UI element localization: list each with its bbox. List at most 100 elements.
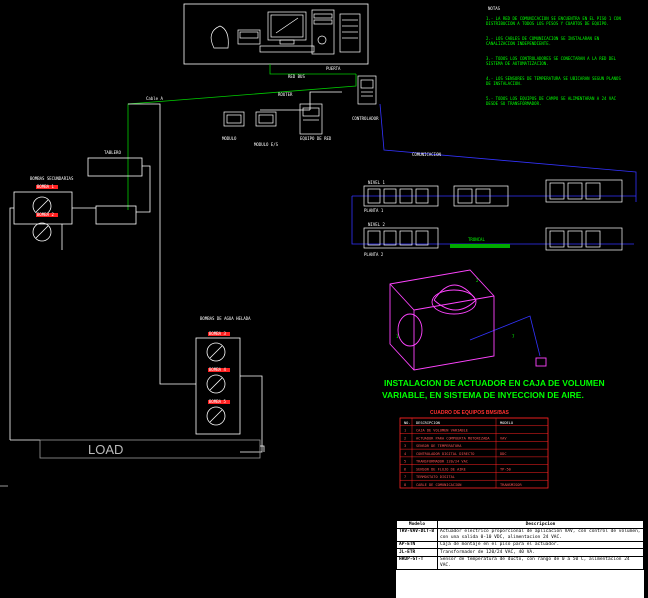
note-number: 1.- [486, 16, 496, 21]
cable-a-label: Cable A [146, 96, 163, 101]
table-cell: 7 [404, 475, 406, 479]
legend-desc-cell: Sensor de temperatura de ducto, con rang… [437, 555, 644, 570]
note-text: TODOS LOS EQUIPOS DE CAMPO SE ALIMENTARA… [486, 96, 617, 106]
comunicacion-label: COMUNICACION [412, 152, 441, 157]
table-cell: CABLE DE COMUNICACION [416, 483, 461, 487]
table-cell: 1 [404, 429, 406, 433]
legend-desc-cell: Transformador de 120/24 VAC, 40 VA. [437, 548, 644, 557]
network-wiring [127, 64, 637, 357]
table-cell: CONTROLADOR DIGITAL DIRECTO [416, 452, 474, 456]
note-text: LOS SENSORES DE TEMPERATURA SE UBICARAN … [486, 76, 621, 86]
note-text: LOS CABLES DE COMUNICACION SE INSTALARAN… [486, 36, 600, 46]
controller-row-2 [363, 227, 623, 251]
b2-label: BOMBA 2 [37, 212, 54, 217]
equipo-red-label: EQUIPO DE RED [300, 136, 332, 141]
troncal-label: TRONCAL [468, 237, 485, 242]
notes-header: NOTAS [488, 6, 501, 11]
legend-model-cell: TRV-VAV-DLT-B [396, 527, 438, 542]
pump-assembly-upper [9, 157, 151, 440]
controller-row-1 [363, 179, 623, 207]
vav-box-drawing [389, 269, 547, 371]
table-cell: 6 [404, 467, 406, 471]
puerta-label: PUERTA [326, 66, 341, 71]
b3-label: BOMBA 3 [209, 331, 226, 336]
table-cell: 4 [404, 452, 406, 456]
table-cell: DDC [500, 452, 507, 456]
note-number: 3.- [486, 56, 496, 61]
b5-badge [208, 400, 230, 404]
legend-desc-cell: Actuador electrico proporcional de aplic… [437, 527, 644, 542]
computer-workstation [210, 9, 361, 55]
note-item: 2.- LOS CABLES DE COMUNICACION SE INSTAL… [486, 36, 626, 46]
table-cell: CAJA DE VOLUMEN VARIABLE [416, 429, 468, 433]
legend-desc-cell: Caja de montaje en el piso para el actua… [437, 540, 644, 549]
hub-module [299, 103, 323, 135]
table-cell: TRANSMISOR [500, 483, 522, 487]
table-cell: 5 [404, 460, 406, 464]
table-cell: TP-50 [500, 467, 511, 471]
legend-model-cell: JL-ETR [396, 548, 438, 557]
vav-callout-1: 1 [396, 334, 399, 339]
note-text: TODOS LOS CONTROLADORES SE CONECTARAN A … [486, 56, 617, 66]
table-cell: TERMOSTATO DIGITAL [416, 475, 455, 479]
troncal-bar [450, 244, 510, 248]
b1-label: BOMBA 1 [37, 184, 54, 189]
table-header-cell: NO. [404, 421, 411, 425]
table-header-cell: MODELO [500, 421, 513, 425]
legend-model-cell: HRUP-GT-T [396, 555, 438, 570]
io-modules [223, 111, 277, 127]
modulo-e-label: MODULO E/S [254, 142, 279, 147]
legend-header-desc: Descripcion [437, 520, 644, 529]
vav-callout-2: 2 [476, 278, 479, 283]
load-label: LOAD [88, 442, 123, 457]
b4-badge [208, 368, 230, 372]
table-cell: 2 [404, 436, 406, 440]
notes-panel: NOTAS 1.- LA RED DE COMUNICACION SE ENCU… [484, 6, 634, 126]
tablero-label: TABLERO [104, 150, 121, 155]
note-number: 5.- [486, 96, 496, 101]
legend-model-cell: AP-ETN [396, 540, 438, 549]
note-item: 3.- TODOS LOS CONTROLADORES SE CONECTARA… [486, 56, 626, 66]
nivel-1-label: NIVEL 1 [368, 180, 385, 185]
table-cell: 8 [404, 483, 406, 487]
caption-line-2: VARIABLE, EN SISTEMA DE INYECCION DE AIR… [382, 390, 584, 400]
table-cell: SENSOR DE FLUJO DE AIRE [416, 467, 466, 471]
planta-1-label: PLANTA 1 [364, 208, 384, 213]
table-cell: 3 [404, 444, 406, 448]
equipment-table-rows: NO. DESCRIPCION MODELO 1 CAJA DE VOLUMEN VAR… [400, 417, 548, 488]
vav-callout-7: 7 [512, 334, 515, 339]
nivel-2-label: NIVEL 2 [368, 222, 385, 227]
b5-label: BOMBA 5 [209, 399, 226, 404]
note-number: 4.- [486, 76, 496, 81]
b4-label: BOMBA 4 [209, 367, 226, 372]
b3-badge [208, 332, 230, 336]
modulo-label: MODULO [222, 136, 237, 141]
table-header-cell: DESCRIPCION [416, 421, 440, 425]
controlador-label: CONTROLADOR [352, 116, 379, 121]
table-cell: VAV [500, 436, 507, 440]
note-text: LA RED DE COMUNICACION SE ENCUENTRA EN E… [486, 16, 621, 26]
load-block [10, 439, 265, 459]
table-cell: SENSOR DE TEMPERATURA [416, 444, 462, 448]
caption-line-1: INSTALACION DE ACTUADOR EN CAJA DE VOLUM… [384, 378, 605, 388]
workstation-frame [183, 3, 369, 65]
b1-badge [36, 185, 58, 189]
note-item: 1.- LA RED DE COMUNICACION SE ENCUENTRA … [486, 16, 626, 26]
table-cell: ACTUADOR PARA COMPUERTA MOTORIZADA [416, 436, 490, 440]
b2-badge [36, 213, 58, 217]
bomba-prim-label: BOMBAS DE AGUA HELADA [200, 316, 251, 321]
note-item: 5.- TODOS LOS EQUIPOS DE CAMPO SE ALIMEN… [486, 96, 626, 106]
bomba-sec-label: BOMBAS SECUNDARIAS [30, 176, 74, 181]
planta-2-label: PLANTA 2 [364, 252, 384, 257]
router-module [357, 75, 377, 105]
table-cell: TRANSFORMADOR 120/24 VAC [416, 460, 468, 464]
note-number: 2.- [486, 36, 496, 41]
legend-header-model: Modelo [396, 520, 438, 529]
